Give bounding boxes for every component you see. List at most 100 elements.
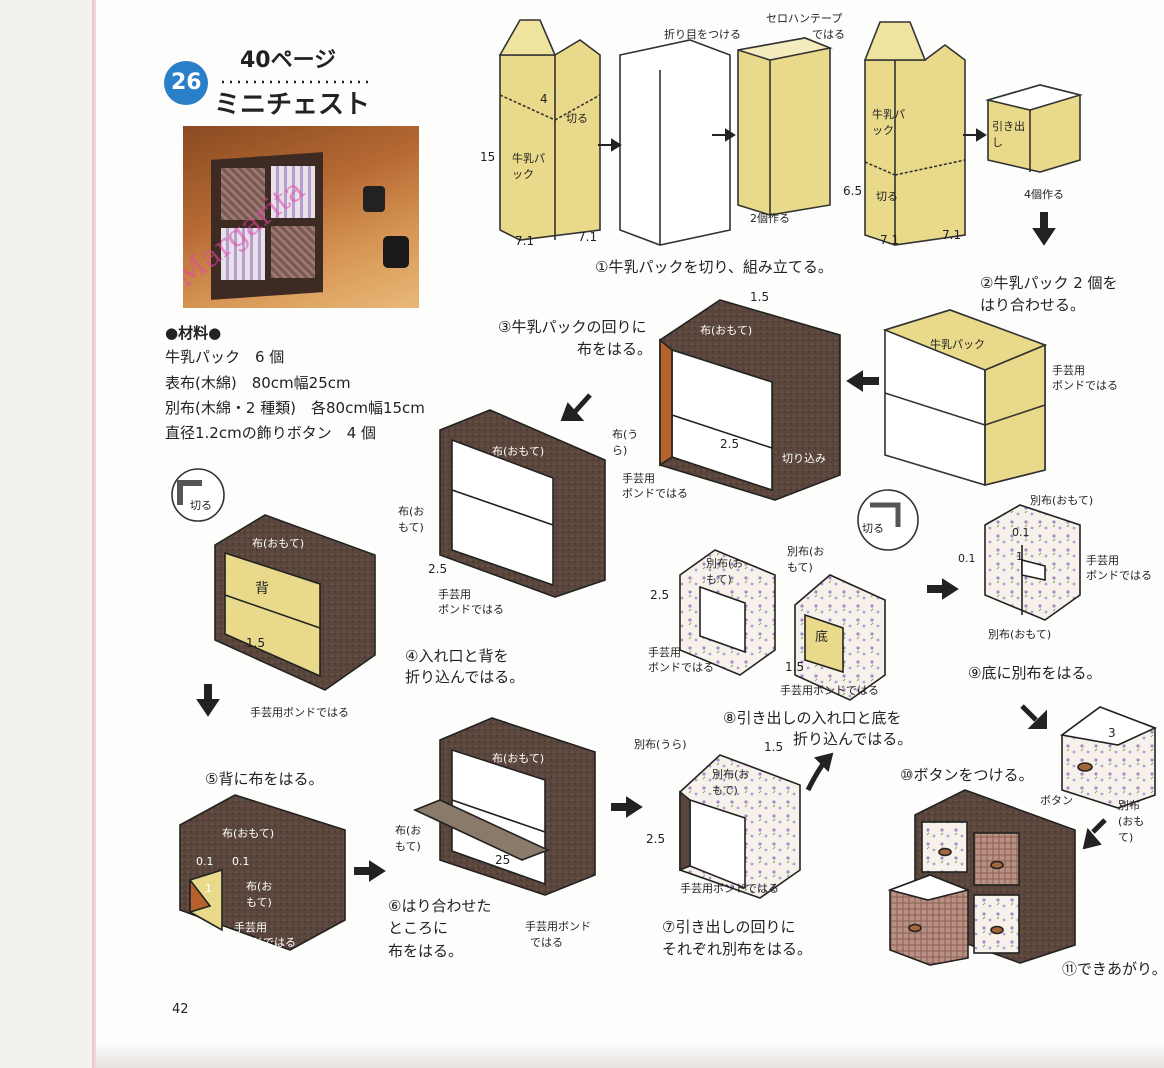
label-bottom: 底 <box>815 630 829 645</box>
label-cut-in: 切り込み <box>782 452 826 465</box>
step8-caption-line2: 折り込んではる。 <box>793 730 913 748</box>
materials-item: 牛乳パック 6 個 <box>165 348 285 366</box>
label-bond-attach: ボンドではる <box>1052 379 1118 392</box>
measure-7-1: 7.1 <box>578 230 598 244</box>
label-milk-pack: 牛乳パック <box>930 338 985 351</box>
materials-item: 直径1.2cmの飾りボタン 4 個 <box>165 424 377 442</box>
label-craft-bond-short: 手芸用ボンド <box>525 920 591 933</box>
label-craft: 手芸用 <box>1086 554 1119 567</box>
label-cloth-front: 布(おもて) <box>492 752 545 765</box>
page-reference: 40ページ <box>240 48 337 73</box>
label-alt-cloth-front: 別布(おもて) <box>787 545 825 574</box>
step7-caption-line1: ⑦引き出しの回りに <box>662 918 796 936</box>
label-alt-cloth-front: 別布(おもて) <box>706 557 744 586</box>
step4-caption-line1: ④入れ口と背を <box>405 647 509 665</box>
label-bond-attach: ボンドではる <box>622 487 688 500</box>
label-alt-cloth-front: 別布(おもて) <box>712 768 750 797</box>
measure-25: 25 <box>495 853 511 867</box>
measure-2-5: 2.5 <box>650 588 670 602</box>
measure-7-1: 7.1 <box>880 233 900 247</box>
label-bond-attach: ボンドではる <box>1086 569 1152 582</box>
label-craft: 手芸用 <box>234 921 267 934</box>
page-bottom-edge <box>96 1040 1164 1068</box>
measure-6-5: 6.5 <box>843 184 863 198</box>
label-craft: 手芸用 <box>648 646 681 659</box>
step5-cloth-on-back <box>179 794 346 951</box>
measure-1-5: 1.5 <box>764 740 784 754</box>
label-attach: ではる <box>812 28 845 41</box>
step6-caption-line2: ところに <box>388 919 449 937</box>
label-fold-crease: 折り目をつける <box>664 28 741 41</box>
label-cloth-front: 布(おもて) <box>252 537 305 550</box>
step2-joined-cartons <box>882 309 1048 487</box>
step7-drawer <box>679 754 801 899</box>
materials-heading: ●材料● <box>165 324 222 342</box>
materials-item: 別布(木綿・2 種類) 各80cm幅15cm <box>165 399 425 417</box>
label-cloth-front: 布(おもて) <box>395 824 422 853</box>
label-cloth-front: 布(おもて) <box>246 880 273 909</box>
label-alt-cloth-front: 別布(おもて) <box>1118 799 1145 844</box>
step11-finished-chest <box>887 789 1076 966</box>
label-milk-pack: 牛乳パック <box>512 152 545 181</box>
step3-caption-line1: ③牛乳パックの回りに <box>498 318 647 336</box>
measure-15: 15 <box>480 150 496 164</box>
step2-caption-line2: はり合わせる。 <box>980 296 1086 314</box>
label-cloth-front: 布(おもて) <box>398 505 425 534</box>
step4-caption-line2: 折り込んではる。 <box>405 668 525 686</box>
label-button: ボタン <box>1040 794 1073 807</box>
step4-open-box <box>439 409 606 598</box>
label-craft: 手芸用 <box>438 588 471 601</box>
step8-drawers <box>679 489 919 701</box>
measure-1-5: 1.5 <box>750 290 770 304</box>
step2-caption-line1: ②牛乳パック 2 個を <box>980 274 1118 292</box>
measure-7-1: 7.1 <box>942 228 962 242</box>
measure-2-5: 2.5 <box>428 562 448 576</box>
label-alt-cloth-front: 別布(おもて) <box>1030 494 1094 507</box>
label-bond-attach: ボンドではる <box>230 936 296 949</box>
section-number: 26 <box>171 70 202 95</box>
label-craft: 手芸用 <box>622 472 655 485</box>
measure-2-5: 2.5 <box>720 437 740 451</box>
step3-caption-line2: 布をはる。 <box>577 340 653 358</box>
label-milk-pack: 牛乳パック <box>872 108 905 137</box>
step6-cloth-strip <box>412 717 596 896</box>
label-craft-bond: 手芸用ボンドではる <box>780 684 879 697</box>
measure-7-1: 7.1 <box>515 234 535 248</box>
step6-caption-line1: ⑥はり合わせた <box>388 897 492 915</box>
label-make-4: 4個作る <box>1024 188 1064 201</box>
measure-0-1: 0.1 <box>958 552 976 565</box>
label-bond-attach: ボンドではる <box>648 661 714 674</box>
step1-caption: ①牛乳パックを切り、組み立てる。 <box>595 258 833 276</box>
label-cloth-front: 布(おもて) <box>700 324 753 337</box>
label-alt-cloth-front: 別布(おもて) <box>988 628 1052 641</box>
label-cellophane-tape: セロハンテープ <box>766 12 843 25</box>
label-craft-bond: 手芸用ボンドではる <box>250 706 349 719</box>
label-cloth-front: 布(おもて) <box>222 827 275 840</box>
label-make-2: 2個作る <box>750 212 790 225</box>
step8-caption-line1: ⑧引き出しの入れ口と底を <box>723 709 902 727</box>
section-number-badge <box>164 61 208 105</box>
label-bond-attach: ボンドではる <box>438 603 504 616</box>
measure-3: 3 <box>1108 726 1116 740</box>
label-back: 背 <box>255 581 269 597</box>
page-title: ミニチェスト <box>214 90 371 120</box>
measure-1-5: 1.5 <box>246 636 266 650</box>
label-craft: 手芸用 <box>1052 364 1085 377</box>
materials-item: 表布(木綿) 80cm幅25cm <box>165 374 351 392</box>
measure-2-5: 2.5 <box>646 832 666 846</box>
step-arrows <box>196 128 1107 882</box>
step1-carton-diagram <box>498 19 1084 246</box>
step6-caption-line3: 布をはる。 <box>388 942 464 960</box>
label-cut: 切る <box>876 190 898 203</box>
step4-back-view <box>171 468 376 691</box>
label-cloth-front: 布(おもて) <box>492 445 545 458</box>
label-drawer: 引き出し <box>992 120 1025 149</box>
measure-0-1: 0.1 <box>1012 526 1030 539</box>
step10-caption: ⑩ボタンをつける。 <box>900 766 1034 784</box>
label-cut: 切る <box>190 499 212 512</box>
finished-chest-photo: Margarita <box>183 126 419 308</box>
measure-1-5: 1.5 <box>785 660 805 674</box>
step10-drawer-button <box>1060 706 1158 809</box>
label-cut: 切る <box>862 522 884 535</box>
